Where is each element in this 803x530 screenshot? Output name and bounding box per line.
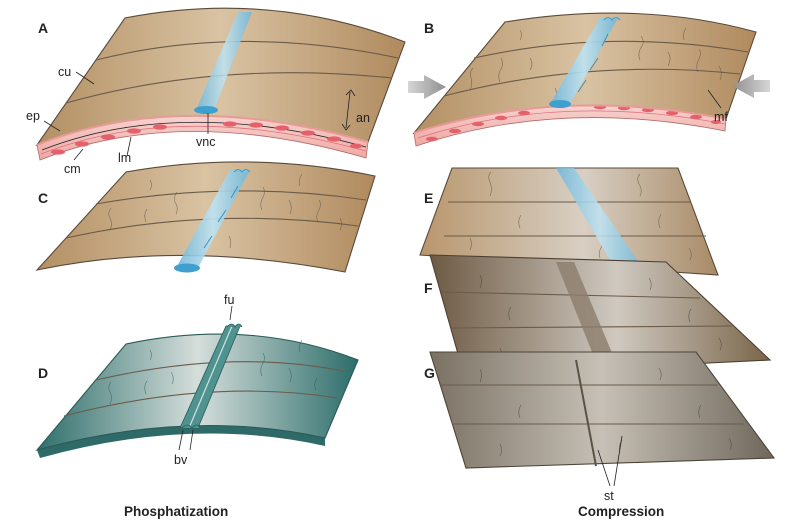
panel-label-c: C [38, 190, 48, 206]
panel-b [408, 12, 770, 147]
ventral-nerve-cord-c [176, 170, 250, 268]
strip-trace-g [575, 359, 597, 467]
label-cu: cu [58, 65, 71, 79]
panel-label-a: A [38, 20, 48, 36]
label-an: an [356, 111, 370, 125]
panel-label-d: D [38, 365, 48, 381]
compressed-sheet-e [419, 167, 719, 276]
compression-arrow-right [732, 74, 770, 98]
label-fu: fu [224, 293, 234, 307]
panel-g [429, 351, 776, 487]
nerve-cord-trace-f [556, 262, 620, 372]
label-vnc: vnc [196, 135, 215, 149]
label-lm: lm [118, 151, 131, 165]
label-mf: mf [714, 110, 728, 124]
flattened-nerve-cord-e [556, 168, 644, 270]
panel-a [35, 7, 406, 161]
vnc-cross-section [194, 106, 218, 114]
ventral-nerve-cord-b [550, 18, 618, 104]
label-cm: cm [64, 162, 81, 176]
compressed-sheet-g [429, 351, 776, 469]
compressed-sheet-f [429, 254, 772, 376]
panel-label-g: G [424, 365, 435, 381]
label-st: st [604, 489, 614, 503]
panel-label-e: E [424, 190, 433, 206]
ventral-nerve-cord [196, 12, 252, 110]
panel-label-f: F [424, 280, 433, 296]
label-ep: ep [26, 109, 40, 123]
panel-d [35, 305, 359, 458]
panel-f [429, 254, 772, 376]
panel-c [35, 161, 376, 273]
caption-compression: Compression [578, 504, 664, 519]
circular-muscle-cells [51, 121, 362, 155]
panel-label-b: B [424, 20, 434, 36]
compression-arrow-left [408, 75, 446, 99]
label-bv: bv [174, 453, 188, 467]
caption-phosphatization: Phosphatization [124, 504, 228, 519]
